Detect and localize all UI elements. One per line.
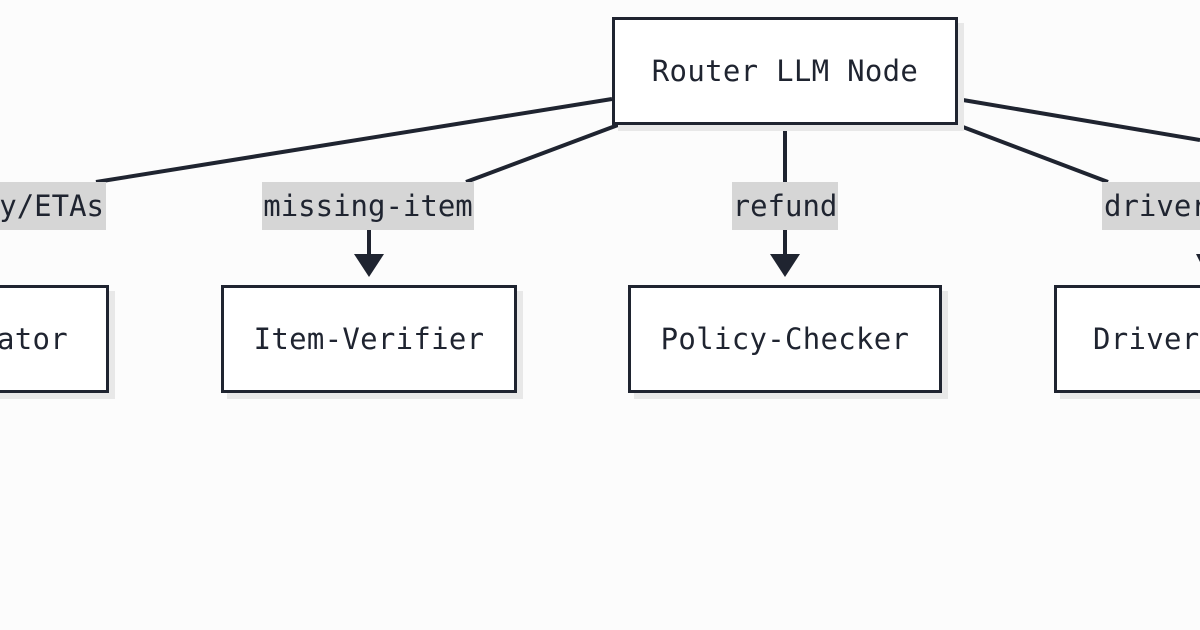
edge-label-refund-text: refund [732,189,838,223]
edge-line-root-to-driver [956,97,1200,142]
driver-node: Driver- [1054,285,1200,393]
arrowhead-missing-item [354,254,384,277]
child-node-eta-aggregator: ator [0,285,109,393]
edge-label-driver: driver [1102,182,1200,230]
router-llm-node-label: Router LLM Node [651,54,919,88]
edge-line-root-to-eta [95,97,613,184]
edge-label-etas: y/ETAs [0,182,106,230]
item-verifier-node-label: Item-Verifier [253,322,485,356]
edge-line-root-to-driver-inner [954,122,1109,184]
edge-label-etas-text: y/ETAs [0,189,104,223]
edge-label-missing-item-text: missing-item [263,189,473,223]
item-verifier-node: Item-Verifier [221,285,517,393]
edge-label-missing-item: missing-item [262,182,474,230]
arrowhead-refund [770,254,800,277]
edge-label-driver-text: driver [1104,189,1200,223]
policy-checker-node-label: Policy-Checker [660,322,910,356]
edge-label-refund: refund [732,182,838,230]
edge-line-root-to-missing-item [465,123,619,184]
arrowhead-driver [1196,254,1200,262]
policy-checker-node: Policy-Checker [628,285,942,393]
child-node-eta-aggregator-label: ator [0,322,68,356]
driver-node-label: Driver- [1093,322,1200,356]
router-llm-node: Router LLM Node [612,17,958,125]
